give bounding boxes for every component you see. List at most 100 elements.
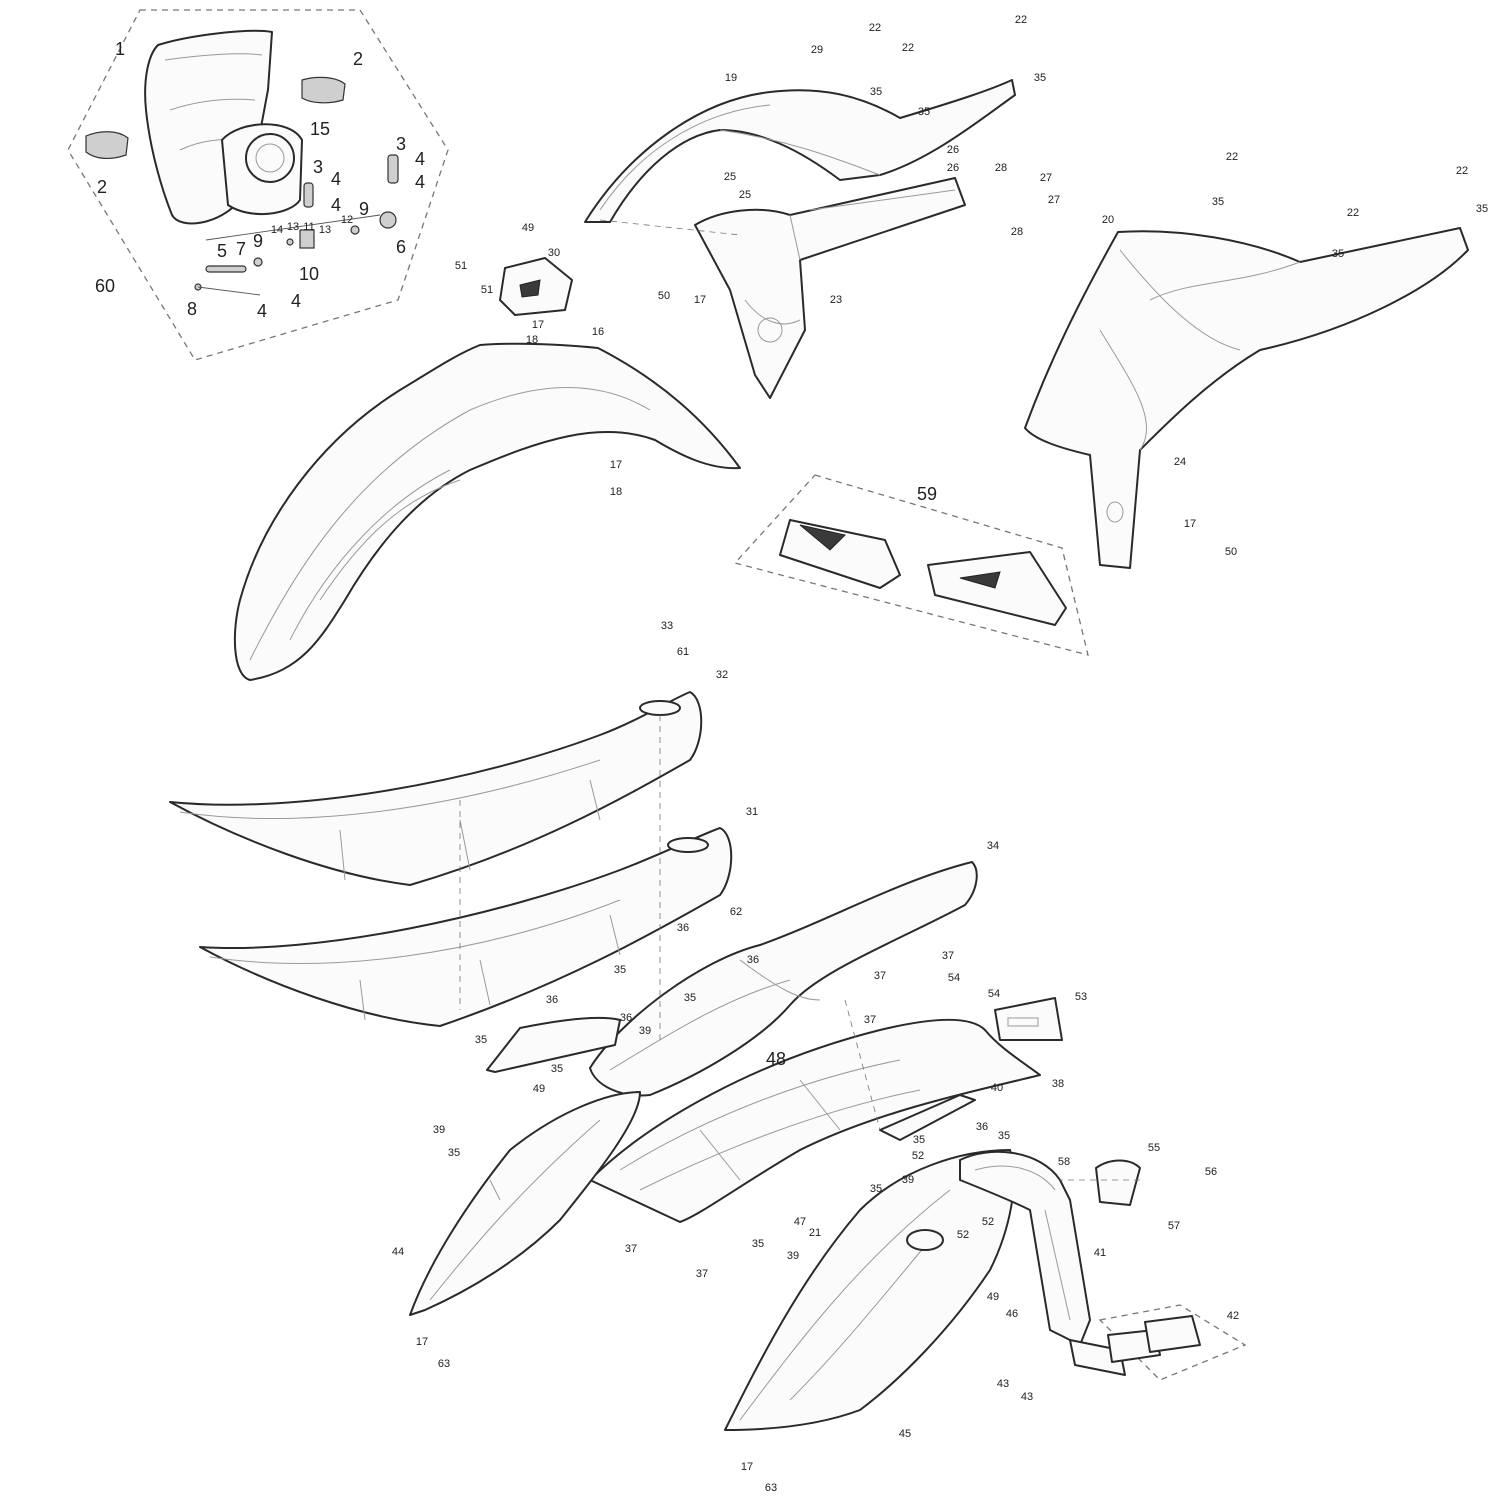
callout-label: 50 xyxy=(658,290,670,302)
callout-label: 54 xyxy=(988,988,1000,1000)
callout-label: 25 xyxy=(724,171,736,183)
callout-label: 32 xyxy=(716,669,728,681)
callout-label: 40 xyxy=(991,1082,1003,1094)
side-panel-44 xyxy=(409,1091,641,1316)
callout-label: 39 xyxy=(902,1174,914,1186)
callout-label: 58 xyxy=(1058,1156,1070,1168)
callout-label: 53 xyxy=(1075,991,1087,1003)
callout-label: 4 xyxy=(415,172,425,192)
callout-label: 35 xyxy=(551,1063,563,1075)
callout-label: 7 xyxy=(236,239,246,259)
callout-label: 63 xyxy=(765,1482,777,1494)
callout-label: 34 xyxy=(987,840,999,852)
callout-label: 21 xyxy=(809,1227,821,1239)
callout-label: 35 xyxy=(1332,248,1344,260)
callout-label: 12 xyxy=(341,214,353,226)
callout-label: 26 xyxy=(947,144,959,156)
callout-label: 9 xyxy=(359,199,369,219)
callout-label: 35 xyxy=(870,86,882,98)
callout-label: 22 xyxy=(902,42,914,54)
headlight-clamp-left xyxy=(85,131,129,159)
callout-label: 11 xyxy=(303,221,314,233)
callout-label: 33 xyxy=(661,620,673,632)
callout-label: 28 xyxy=(1011,226,1023,238)
callout-label: 4 xyxy=(415,149,425,169)
reflectors-42 xyxy=(1107,1315,1201,1363)
callout-label: 37 xyxy=(874,970,886,982)
callout-label: 43 xyxy=(1021,1391,1033,1403)
callout-label: 61 xyxy=(677,646,689,658)
callout-label: 6 xyxy=(396,237,406,257)
hand-guard-left xyxy=(779,519,901,589)
callout-label: 51 xyxy=(481,284,493,296)
callout-label: 35 xyxy=(448,1147,460,1159)
callout-label: 29 xyxy=(811,44,823,56)
callout-label: 50 xyxy=(1225,546,1237,558)
group-59-outline xyxy=(733,474,1089,656)
shroud-23 xyxy=(694,177,966,399)
assembly-lines xyxy=(459,219,1140,1181)
tank-cover-34 xyxy=(589,861,978,1097)
callout-label: 36 xyxy=(747,954,759,966)
callout-label: 56 xyxy=(1205,1166,1217,1178)
callout-label: 17 xyxy=(416,1336,428,1348)
callout-label: 55 xyxy=(1148,1142,1160,1154)
callout-label: 54 xyxy=(948,972,960,984)
callout-label: 49 xyxy=(522,222,534,234)
seat-base-31 xyxy=(199,827,733,1027)
seat-32 xyxy=(169,691,703,886)
callout-label: 35 xyxy=(1034,72,1046,84)
callout-label: 22 xyxy=(1226,151,1238,163)
callout-label: 18 xyxy=(610,486,622,498)
callout-label: 14 xyxy=(271,224,283,236)
callout-label: 17 xyxy=(741,1461,753,1473)
callout-label: 39 xyxy=(787,1250,799,1262)
callout-label: 1 xyxy=(115,39,125,59)
callout-label: 30 xyxy=(548,247,560,259)
callout-label: 41 xyxy=(1094,1247,1106,1259)
callout-label: 36 xyxy=(677,922,689,934)
front-fender xyxy=(233,342,741,681)
side-shroud-20 xyxy=(1024,227,1469,569)
headlight-hardware xyxy=(194,154,399,296)
callout-label: 19 xyxy=(725,72,737,84)
rear-light-53 xyxy=(994,997,1063,1041)
callout-label: 49 xyxy=(987,1291,999,1303)
callout-label: 36 xyxy=(620,1012,632,1024)
callout-label: 17 xyxy=(694,294,706,306)
callout-label: 35 xyxy=(998,1130,1010,1142)
callout-label: 37 xyxy=(864,1014,876,1026)
callout-label: 23 xyxy=(830,294,842,306)
callout-label: 39 xyxy=(433,1124,445,1136)
callout-label: 37 xyxy=(625,1243,637,1255)
callout-label: 35 xyxy=(752,1238,764,1250)
callout-label: 35 xyxy=(918,106,930,118)
callout-label: 22 xyxy=(1347,207,1359,219)
callout-label: 2 xyxy=(353,49,363,69)
callout-label: 27 xyxy=(1040,172,1052,184)
callout-label: 47 xyxy=(794,1216,806,1228)
callout-label: 18 xyxy=(526,334,538,346)
callout-label: 39 xyxy=(639,1025,651,1037)
callout-label: 35 xyxy=(1212,196,1224,208)
callout-label: 15 xyxy=(310,119,330,139)
callout-label: 25 xyxy=(739,189,751,201)
group-42-outline xyxy=(1098,1304,1247,1381)
callout-label: 17 xyxy=(610,459,622,471)
callout-label: 28 xyxy=(995,162,1007,174)
callout-label: 43 xyxy=(997,1378,1009,1390)
callout-label: 26 xyxy=(947,162,959,174)
callout-label: 20 xyxy=(1102,214,1114,226)
group-label-59: 59 xyxy=(917,484,937,504)
callout-label: 44 xyxy=(392,1246,404,1258)
callout-label: 27 xyxy=(1048,194,1060,206)
fender-bracket xyxy=(499,257,573,316)
callout-label: 31 xyxy=(746,806,758,818)
callout-label: 3 xyxy=(396,134,406,154)
callout-label: 9 xyxy=(253,231,263,251)
headlight-clamp-right xyxy=(301,76,346,104)
callout-label: 46 xyxy=(1006,1308,1018,1320)
callout-label: 2 xyxy=(97,177,107,197)
